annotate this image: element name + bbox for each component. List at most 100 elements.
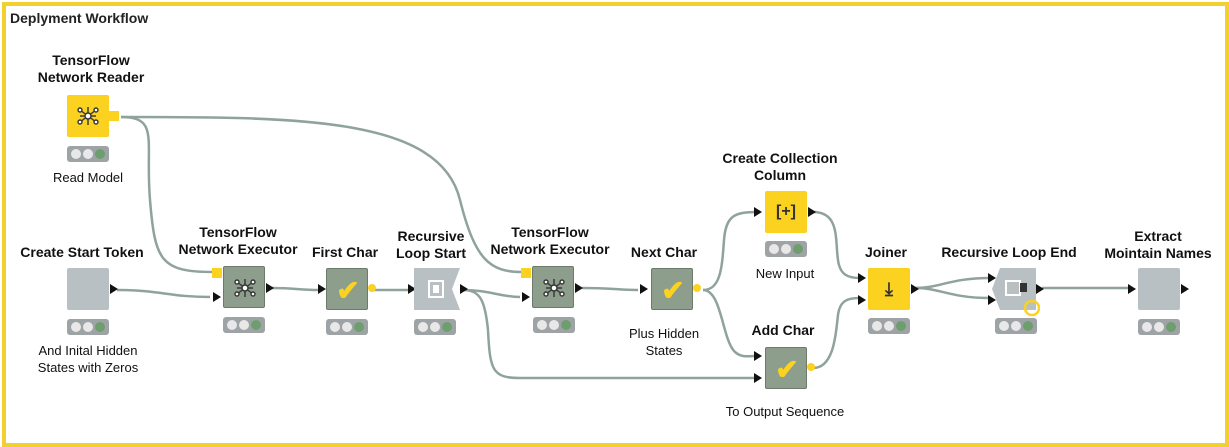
output-port[interactable] bbox=[110, 284, 118, 294]
output-port[interactable] bbox=[1181, 284, 1189, 294]
output-port[interactable] bbox=[266, 283, 274, 293]
node-title-reader-line2: Network Reader bbox=[37, 69, 145, 85]
output-port[interactable] bbox=[808, 207, 816, 217]
node-body[interactable]: ✔ bbox=[765, 347, 807, 389]
input-port[interactable] bbox=[754, 207, 762, 217]
collection-icon: [+] bbox=[776, 203, 796, 220]
output-port[interactable] bbox=[460, 284, 468, 294]
annotation-line2: States bbox=[645, 343, 683, 358]
connection-collection-joiner bbox=[812, 210, 861, 280]
annotation-line1: And Inital Hidden bbox=[38, 343, 138, 358]
connection-nextchar-collection bbox=[702, 210, 759, 292]
node-title-first-char: First Char bbox=[311, 244, 379, 260]
output-port[interactable] bbox=[368, 284, 376, 292]
checkmark-icon: ✔ bbox=[661, 274, 685, 306]
node-title-joiner: Joiner bbox=[864, 244, 908, 260]
title-line2: Column bbox=[753, 167, 807, 183]
connection-reader-executor2 bbox=[120, 115, 523, 274]
node-title-reader-line1: TensorFlow bbox=[52, 52, 130, 68]
status-indicator bbox=[533, 317, 575, 333]
output-port[interactable] bbox=[693, 284, 701, 292]
node-title-loop-start: Recursive Loop Start bbox=[396, 228, 466, 262]
connection-joiner-loopend-b bbox=[915, 286, 991, 300]
connection-reader-executor1 bbox=[120, 115, 214, 274]
status-indicator bbox=[868, 318, 910, 334]
node-annotation-next-char: Plus Hidden States bbox=[629, 325, 699, 359]
input-port[interactable] bbox=[522, 292, 530, 302]
output-port[interactable] bbox=[109, 111, 119, 121]
recursive-loop-end-icon[interactable] bbox=[992, 268, 1040, 318]
status-indicator bbox=[67, 319, 109, 335]
annotation-line1: Plus Hidden bbox=[628, 326, 700, 341]
output-port[interactable] bbox=[575, 283, 583, 293]
blank-icon[interactable] bbox=[67, 268, 109, 310]
node-annotation-collection: New Input bbox=[755, 266, 815, 281]
input-port[interactable] bbox=[754, 373, 762, 383]
status-indicator bbox=[326, 319, 368, 335]
input-port[interactable] bbox=[988, 273, 996, 283]
neural-network-icon bbox=[224, 267, 266, 309]
input-port[interactable] bbox=[213, 292, 221, 302]
node-title-start-token: Create Start Token bbox=[20, 244, 144, 260]
status-indicator bbox=[1138, 319, 1180, 335]
node-title-next-char: Next Char bbox=[630, 244, 698, 260]
node-title-collection: Create Collection Column bbox=[722, 150, 837, 184]
connection-addchar-joiner bbox=[812, 296, 861, 370]
node-title-executor1: TensorFlow Network Executor bbox=[178, 224, 297, 258]
title-line2: Loop Start bbox=[396, 245, 466, 261]
annotation-line2: States with Zeros bbox=[37, 360, 139, 375]
output-port[interactable] bbox=[1036, 284, 1044, 294]
node-body[interactable] bbox=[532, 266, 574, 308]
connection-joiner-loopend-a bbox=[915, 276, 991, 290]
node-body[interactable]: ⤓ bbox=[868, 268, 910, 310]
node-annotation-add-char: To Output Sequence bbox=[725, 404, 845, 419]
input-port[interactable] bbox=[640, 284, 648, 294]
neural-network-icon bbox=[67, 95, 109, 137]
input-port[interactable] bbox=[858, 273, 866, 283]
connection-executor2-nextchar bbox=[581, 286, 639, 292]
input-port[interactable] bbox=[408, 284, 416, 294]
title-line1: Recursive bbox=[397, 228, 465, 244]
node-title-executor2: TensorFlow Network Executor bbox=[490, 224, 609, 258]
neural-network-icon bbox=[533, 267, 575, 309]
node-body[interactable] bbox=[67, 95, 109, 137]
node-annotation-reader: Read Model bbox=[52, 170, 124, 185]
node-title-reader: TensorFlow Network Reader bbox=[38, 52, 145, 86]
checkmark-icon: ✔ bbox=[775, 353, 799, 385]
input-port[interactable] bbox=[212, 268, 222, 278]
input-port[interactable] bbox=[521, 268, 531, 278]
title-line2: Network Executor bbox=[178, 241, 298, 257]
output-port[interactable] bbox=[807, 363, 815, 371]
input-port[interactable] bbox=[858, 295, 866, 305]
input-port[interactable] bbox=[1128, 284, 1136, 294]
input-port[interactable] bbox=[318, 284, 326, 294]
node-body[interactable]: ✔ bbox=[651, 268, 693, 310]
node-annotation-start-token: And Inital Hidden States with Zeros bbox=[38, 342, 138, 376]
status-indicator bbox=[414, 319, 456, 335]
connection-executor1-firstchar bbox=[271, 286, 319, 292]
node-title-extract: Extract Mointain Names bbox=[1104, 228, 1211, 262]
status-indicator bbox=[765, 241, 807, 257]
checkmark-icon: ✔ bbox=[336, 274, 360, 306]
title-line1: Create Collection bbox=[722, 150, 838, 166]
title-line2: Mointain Names bbox=[1104, 245, 1212, 261]
title-line1: Extract bbox=[1134, 228, 1182, 244]
connection-nextchar-addchar bbox=[702, 288, 759, 358]
node-body[interactable] bbox=[223, 266, 265, 308]
recursive-loop-start-icon[interactable] bbox=[414, 268, 460, 310]
output-port[interactable] bbox=[911, 284, 919, 294]
input-port[interactable] bbox=[988, 295, 996, 305]
title-line1: TensorFlow bbox=[511, 224, 589, 240]
workflow-title: Deplyment Workflow bbox=[10, 10, 149, 26]
node-body[interactable]: [+] bbox=[765, 191, 807, 233]
status-indicator bbox=[67, 146, 109, 162]
connection-start-executor1 bbox=[116, 288, 211, 299]
status-indicator bbox=[995, 318, 1037, 334]
node-title-add-char: Add Char bbox=[751, 322, 815, 338]
blank-icon[interactable] bbox=[1138, 268, 1180, 310]
joiner-icon: ⤓ bbox=[885, 278, 893, 299]
input-port[interactable] bbox=[754, 351, 762, 361]
node-body[interactable]: ✔ bbox=[326, 268, 368, 310]
